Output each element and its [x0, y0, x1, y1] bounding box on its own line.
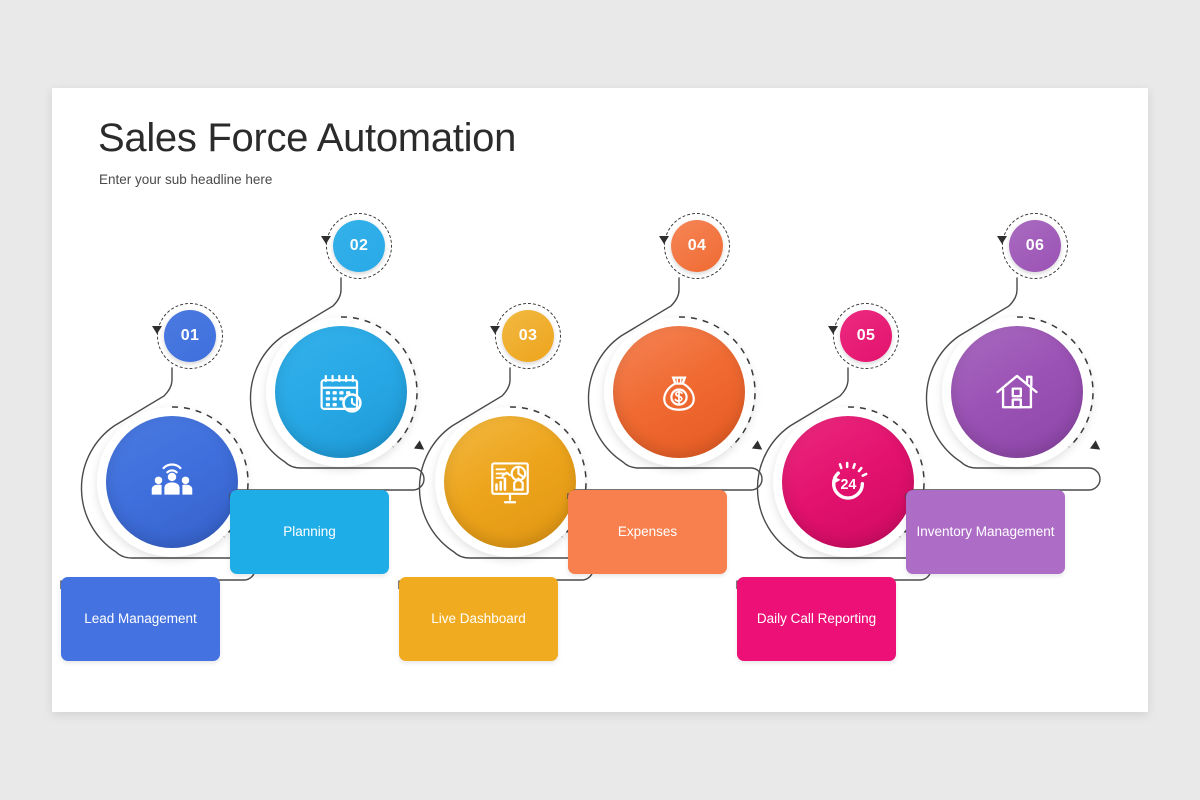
badge-arrow-icon [828, 326, 838, 334]
step-number-label: 03 [502, 310, 554, 362]
step-connector [229, 277, 425, 500]
badge-arrow-icon [659, 236, 669, 244]
badge-arrow-icon [490, 326, 500, 334]
step-connector [60, 367, 256, 590]
step-02[interactable]: 02 Planning [229, 88, 487, 712]
step-label-box[interactable]: Lead Management [61, 577, 220, 661]
step-label-text: Inventory Management [916, 523, 1055, 539]
step-number-badge[interactable]: 01 [152, 303, 223, 369]
step-icon-circle[interactable] [266, 326, 428, 467]
step-label-text: Live Dashboard [431, 610, 526, 626]
step-number-label: 04 [671, 220, 723, 272]
step-label-box[interactable]: Inventory Management [906, 490, 1065, 574]
calendar-clock-icon [314, 365, 368, 419]
svg-text:24: 24 [840, 477, 856, 493]
step-label-text: Expenses [617, 523, 678, 539]
step-label-box[interactable]: Live Dashboard [399, 577, 558, 661]
step-icon-circle[interactable]: 24 [773, 416, 935, 557]
step-number-badge[interactable]: 06 [997, 213, 1068, 279]
money-bag-icon [652, 365, 706, 419]
step-icon-circle[interactable] [97, 416, 259, 557]
step-connector [567, 277, 763, 500]
step-number-badge[interactable]: 04 [659, 213, 730, 279]
circle-dashed-arc [937, 312, 1097, 472]
badge-arrow-icon [997, 236, 1007, 244]
step-icon-circle[interactable] [942, 326, 1104, 467]
step-connector [905, 277, 1101, 500]
step-03[interactable]: 03 Live Dashboard [398, 88, 656, 712]
step-connector [736, 367, 932, 590]
circle-dashed-arc [430, 402, 590, 562]
step-icon-circle[interactable] [604, 326, 766, 467]
badge-arrow-icon [321, 236, 331, 244]
step-05[interactable]: 05 24 Daily Call Reporting [736, 88, 994, 712]
badge-dashed-ring [495, 303, 561, 369]
step-number-badge[interactable]: 02 [321, 213, 392, 279]
step-number-badge[interactable]: 05 [828, 303, 899, 369]
step-label-text: Lead Management [84, 610, 197, 626]
step-number-label: 01 [164, 310, 216, 362]
group-people-icon [145, 455, 199, 509]
step-label-text: Daily Call Reporting [756, 610, 877, 626]
step-label-box[interactable]: Daily Call Reporting [737, 577, 896, 661]
badge-arrow-icon [152, 326, 162, 334]
step-06[interactable]: 06 Inventory Management [905, 88, 1163, 712]
badge-dashed-ring [833, 303, 899, 369]
step-01[interactable]: 01 Lead Management [60, 88, 318, 712]
twenty-four-hours-icon: 24 [821, 455, 875, 509]
badge-dashed-ring [157, 303, 223, 369]
step-number-label: 06 [1009, 220, 1061, 272]
badge-dashed-ring [326, 213, 392, 279]
step-label-box[interactable]: Planning [230, 490, 389, 574]
circle-dashed-arc [599, 312, 759, 472]
step-label-text: Planning [283, 523, 336, 539]
step-04[interactable]: 04 Expenses [567, 88, 825, 712]
step-number-label: 02 [333, 220, 385, 272]
house-icon [990, 365, 1044, 419]
step-number-badge[interactable]: 03 [490, 303, 561, 369]
step-connector [398, 367, 594, 590]
step-number-label: 05 [840, 310, 892, 362]
circle-dashed-arc [92, 402, 252, 562]
page-subtitle: Enter your sub headline here [99, 172, 273, 187]
step-icon-circle[interactable] [435, 416, 597, 557]
dashboard-chart-icon [483, 455, 537, 509]
page-title: Sales Force Automation [98, 116, 517, 160]
circle-dashed-arc [261, 312, 421, 472]
badge-dashed-ring [664, 213, 730, 279]
circle-dashed-arc [768, 402, 928, 562]
slide-canvas: Sales Force Automation Enter your sub he… [52, 88, 1148, 712]
badge-dashed-ring [1002, 213, 1068, 279]
step-label-box[interactable]: Expenses [568, 490, 727, 574]
